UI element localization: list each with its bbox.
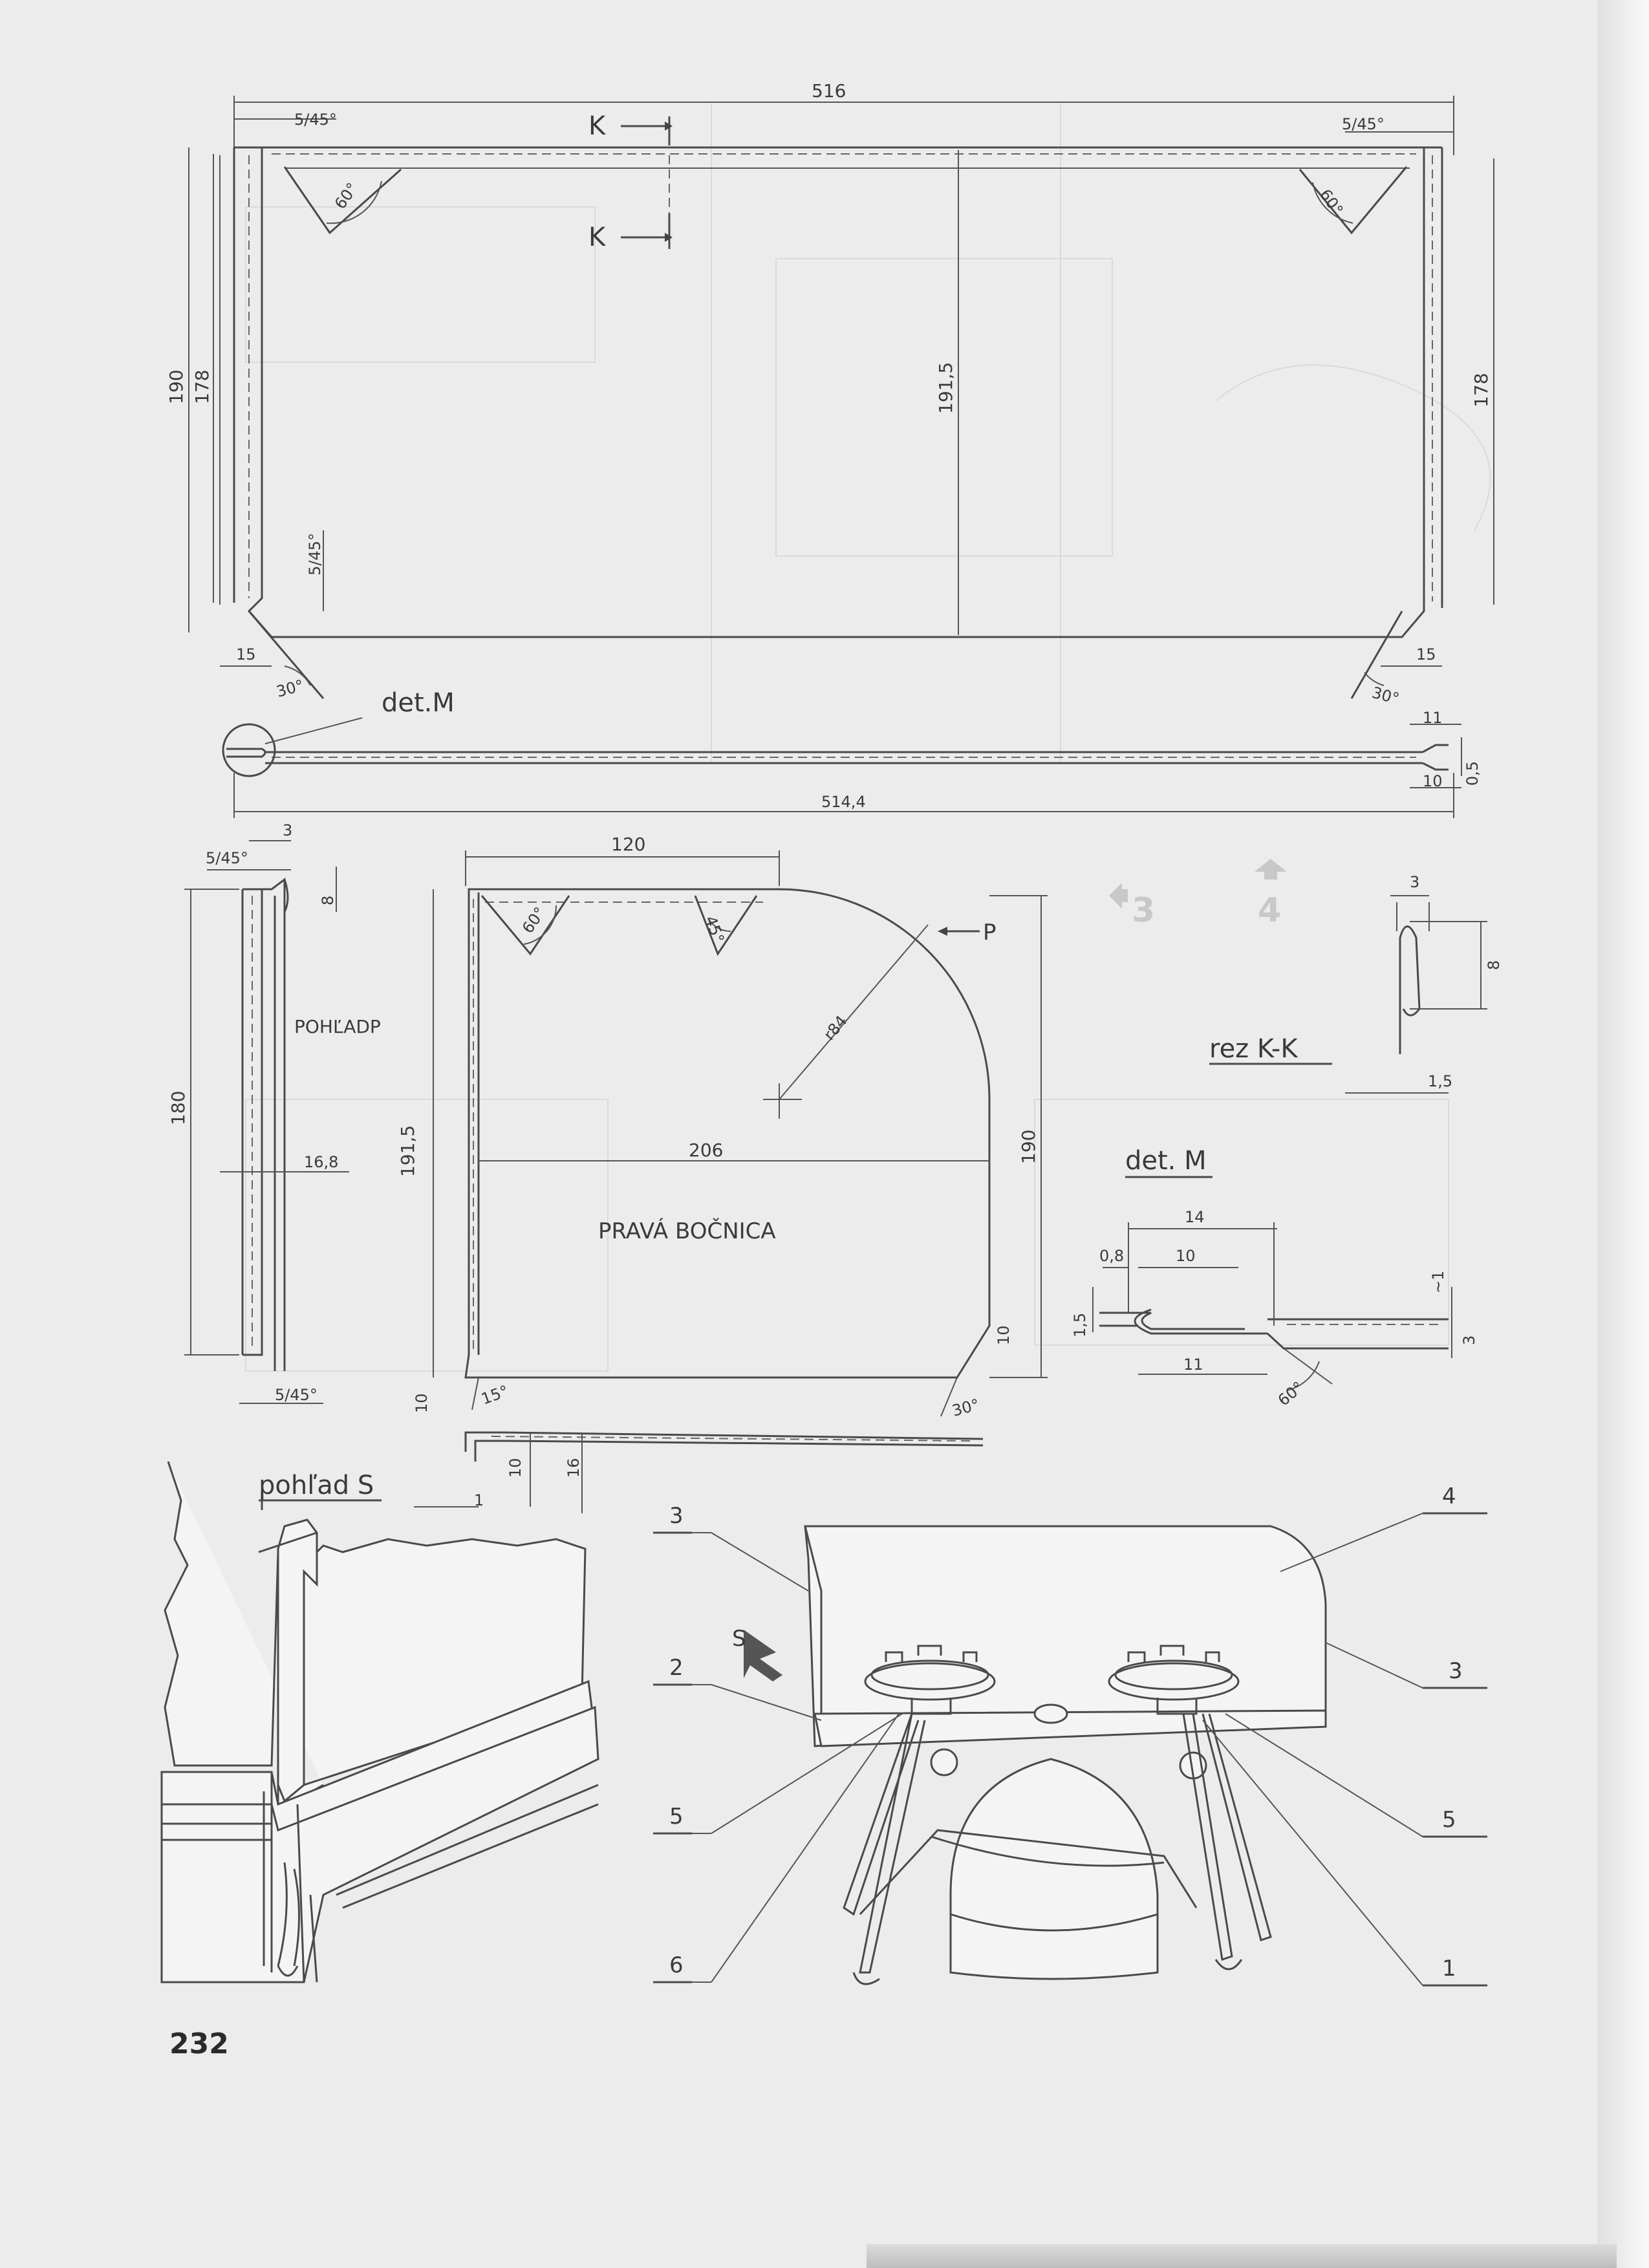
- dim-sp-bottom-right: 10: [995, 1325, 1013, 1345]
- dim-chamfer-tr: 5/45°: [1342, 115, 1385, 133]
- dim-sp-radius: r84: [820, 1012, 850, 1044]
- dim-chamfer-ll: 5/45°: [306, 533, 324, 576]
- angle-bl: 30°: [274, 676, 305, 701]
- dim-bottom-right: 15: [1416, 645, 1436, 664]
- dim-overall-width: 516: [812, 80, 846, 102]
- dim-inner-width: 514,4: [821, 793, 866, 811]
- dim-dm-3: 3: [1460, 1335, 1478, 1345]
- dim-sp-height-left: 191,5: [397, 1125, 418, 1177]
- dim-dm-1: ~1: [1429, 1271, 1447, 1293]
- angle-sp-60: 60°: [519, 904, 549, 937]
- dim-right-10: 10: [1423, 772, 1443, 790]
- dim-dm-14: 14: [1185, 1208, 1205, 1226]
- dim-dm-15: 1,5: [1071, 1313, 1089, 1337]
- dim-right-05: 0,5: [1463, 761, 1482, 786]
- section-kk-label: rez K-K: [1209, 1034, 1299, 1064]
- view-s-label: pohľad S: [259, 1471, 374, 1500]
- dim-lv-chamfer-bottom: 5/45°: [275, 1386, 318, 1404]
- assembly-arrow-s: S: [732, 1626, 746, 1652]
- page-number: 232: [169, 2027, 229, 2060]
- dim-sp-flange-10: 10: [506, 1458, 524, 1478]
- det-m-label: det.M: [382, 688, 455, 718]
- ghost-marks: [1109, 859, 1287, 909]
- dim-kk-w: 3: [1410, 873, 1419, 891]
- side-panel-title: PRAVÁ BOČNICA: [598, 1218, 776, 1244]
- detail-m: [1092, 1176, 1452, 1391]
- detail-m-label: det. M: [1125, 1146, 1207, 1176]
- assembly-view: [653, 1513, 1487, 1986]
- section-mark-k-bottom: K: [588, 222, 607, 252]
- dim-sp-flange-1: 1: [474, 1491, 484, 1509]
- dim-height-mid: 191,5: [935, 362, 956, 414]
- part-2: 2: [669, 1655, 684, 1681]
- part-5-left: 5: [669, 1804, 684, 1830]
- dim-right-11: 11: [1423, 709, 1443, 727]
- part-3-right: 3: [1449, 1658, 1463, 1684]
- dim-kk-t: 1,5: [1428, 1072, 1452, 1090]
- view-arrow-p: P: [983, 920, 997, 945]
- angle-sp-30: 30°: [950, 1396, 981, 1420]
- angle-tr: 60°: [1316, 186, 1346, 219]
- dim-lv-chamfer-top: 5/45°: [206, 849, 248, 867]
- dim-lv-top-8: 8: [319, 896, 337, 905]
- page-gutter-shadow: [1597, 0, 1649, 2268]
- dim-sp-top-width: 120: [611, 834, 645, 855]
- dim-sp-flange-16: 16: [565, 1458, 583, 1478]
- angle-dm-60: 60°: [1275, 1378, 1308, 1410]
- dim-kk-h: 8: [1485, 960, 1503, 970]
- part-6: 6: [669, 1952, 684, 1978]
- side-panel: [414, 850, 1048, 1513]
- dim-height-outer: 190: [166, 370, 187, 404]
- angle-br: 30°: [1370, 684, 1401, 708]
- left-narrow-view: [184, 840, 349, 1404]
- part-5-right: 5: [1442, 1807, 1456, 1833]
- dim-sp-width: 206: [689, 1139, 723, 1161]
- dim-dm-10: 10: [1176, 1247, 1196, 1265]
- section-mark-k-top: K: [588, 111, 607, 141]
- part-3-left: 3: [669, 1503, 684, 1529]
- dim-sp-height-right: 190: [1018, 1130, 1039, 1164]
- dim-dm-11: 11: [1183, 1355, 1203, 1374]
- top-view: [188, 96, 1494, 818]
- dim-height-inner-right: 178: [1471, 373, 1492, 407]
- angle-tl: 60°: [331, 180, 361, 213]
- part-4: 4: [1442, 1484, 1456, 1509]
- part-1: 1: [1442, 1956, 1456, 1982]
- dim-sp-bottom-left: 10: [413, 1393, 431, 1413]
- dim-dm-08: 0,8: [1099, 1247, 1124, 1265]
- dim-height-inner-left: 178: [191, 370, 213, 404]
- ghost-mark-4: 4: [1258, 891, 1281, 930]
- angle-sp-15: 15°: [479, 1382, 511, 1409]
- dim-chamfer-tl: 5/45°: [294, 111, 337, 129]
- page-edge-shadow: [867, 2244, 1617, 2268]
- dim-lv-height: 180: [167, 1091, 189, 1125]
- section-kk: [1209, 895, 1487, 1094]
- left-view-label: POHĽADP: [294, 1016, 381, 1037]
- angle-sp-45: 45°: [701, 913, 727, 945]
- dim-lv-width: 16,8: [304, 1153, 338, 1171]
- dim-lv-top-3: 3: [283, 821, 292, 839]
- dim-bottom-left: 15: [236, 645, 256, 664]
- view-s: [160, 1461, 599, 1983]
- ghost-mark-3: 3: [1132, 891, 1155, 930]
